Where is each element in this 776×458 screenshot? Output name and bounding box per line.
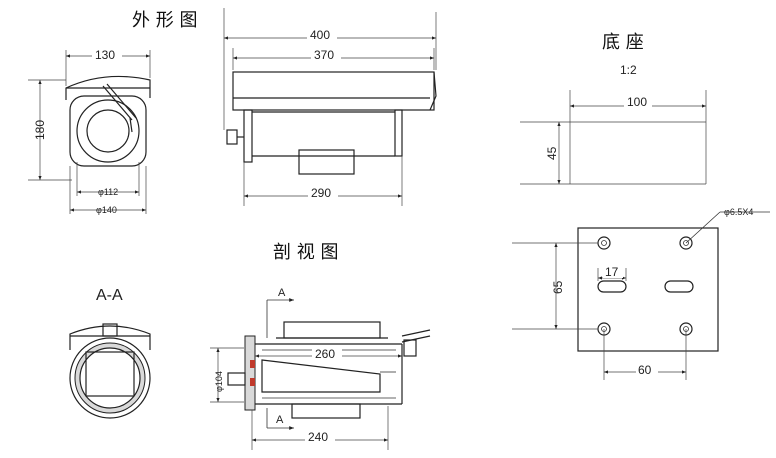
section-window-dia-dim: φ104 bbox=[214, 371, 224, 392]
section-inner-length-dim: 260 bbox=[315, 347, 335, 361]
base-hole-spec: φ6.5X4 bbox=[724, 207, 753, 217]
base-side-view: 100 45 bbox=[520, 90, 707, 185]
base-view-title: 底 座 bbox=[602, 32, 644, 53]
front-inner-dia-dim: φ112 bbox=[98, 187, 118, 197]
section-side-view: A A 260 φ104 240 bbox=[210, 287, 431, 450]
base-plate-view: φ6.5X4 17 65 60 bbox=[512, 207, 770, 380]
section-view-title: 剖 视 图 bbox=[273, 242, 338, 263]
section-aa-view bbox=[69, 323, 151, 419]
section-body-length-dim: 240 bbox=[308, 430, 328, 444]
side-total-length-dim: 400 bbox=[310, 28, 330, 42]
side-hood-length-dim: 370 bbox=[314, 48, 334, 62]
side-body-length-dim: 290 bbox=[311, 186, 331, 200]
front-outer-dia-dim: φ140 bbox=[96, 205, 117, 215]
exterior-front-view: 130 180 φ112 φ140 bbox=[28, 47, 151, 215]
exterior-side-view: 400 370 290 bbox=[223, 8, 437, 206]
exterior-view-title: 外 形 图 bbox=[132, 10, 197, 31]
section-mark-top: A bbox=[278, 287, 286, 299]
front-height-dim: 180 bbox=[33, 120, 47, 140]
base-scale-label: 1:2 bbox=[620, 63, 637, 77]
base-plate-height-dim: 65 bbox=[551, 280, 565, 294]
base-top-length-dim: 100 bbox=[627, 95, 647, 109]
base-top-height-dim: 45 bbox=[545, 146, 559, 160]
base-hole-spacing-dim: 60 bbox=[638, 363, 652, 377]
section-mark-bottom: A bbox=[276, 414, 284, 426]
section-aa-title: A-A bbox=[96, 287, 123, 304]
base-slot-width-dim: 17 bbox=[605, 265, 619, 279]
front-width-dim: 130 bbox=[95, 48, 115, 62]
